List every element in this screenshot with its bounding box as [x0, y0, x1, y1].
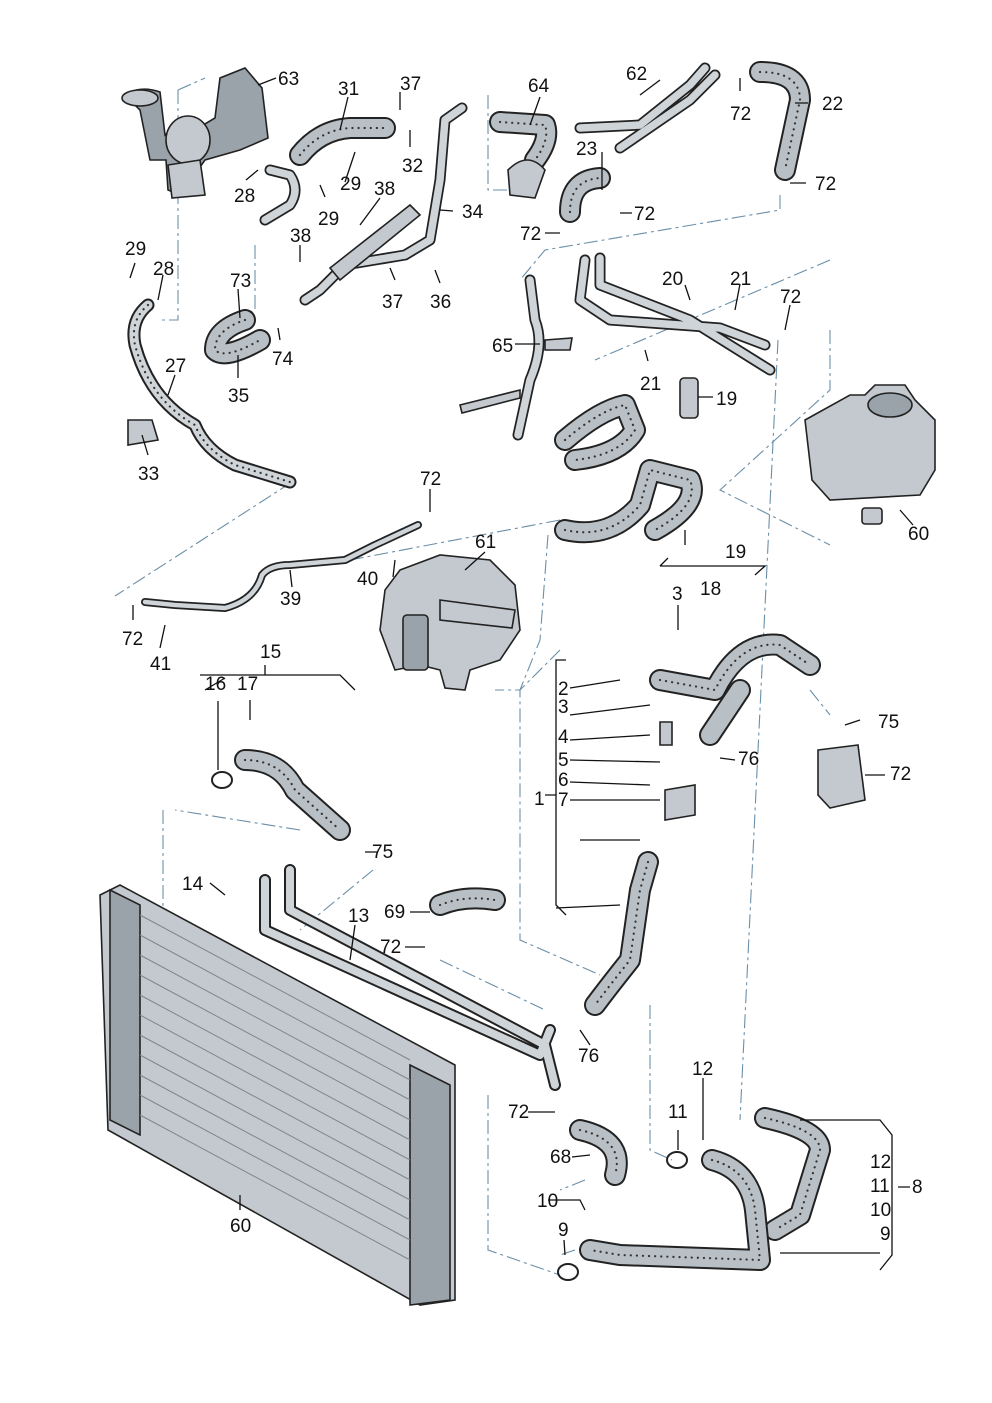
callout-72: 72 [122, 629, 143, 650]
hose-assembly-18 [554, 377, 703, 544]
callout-17: 17 [237, 674, 258, 695]
callout-13: 13 [348, 906, 369, 927]
callout-12: 12 [692, 1059, 713, 1080]
leader-lines [129, 77, 914, 1271]
callout-72: 72 [815, 174, 836, 195]
callout-3: 3 [558, 697, 569, 718]
callout-36: 37 [382, 292, 403, 313]
callout-40: 40 [357, 569, 378, 590]
callout-10: 10 [537, 1191, 558, 1212]
hose-15 [211, 749, 351, 841]
callout-66: 65 [492, 336, 513, 357]
coolant-pump-62 [379, 554, 521, 691]
callout-9: 9 [880, 1224, 891, 1245]
callout-29: 29 [318, 209, 339, 230]
callout-8: 8 [912, 1177, 923, 1198]
callout-5: 5 [558, 750, 569, 771]
callout-27: 27 [165, 356, 186, 377]
callout-11: 11 [668, 1102, 688, 1123]
callout-19: 19 [725, 542, 746, 563]
callout-18: 18 [700, 579, 721, 600]
callout-2: 2 [558, 679, 569, 700]
callout-37: 37 [400, 74, 421, 95]
radiator-60 [99, 884, 456, 1306]
callout-72: 72 [634, 204, 655, 225]
assembly-guide-lines [114, 77, 831, 1276]
callout-72: 72 [730, 104, 751, 125]
callout-38: 38 [374, 179, 395, 200]
callout-32: 32 [402, 156, 423, 177]
metal-pipes-20-66 [459, 252, 776, 441]
callout-4: 4 [558, 727, 569, 748]
callout-33: 35 [228, 386, 249, 407]
callout-labels: 63 31 37 64 62 72 22 32 23 72 28 29 38 2… [122, 64, 929, 1245]
callout-9: 9 [558, 1220, 569, 1241]
pump-69 [817, 744, 866, 809]
callout-37: 38 [290, 226, 311, 247]
callout-63: 62 [626, 64, 647, 85]
callout-22: 22 [822, 94, 843, 115]
callout-3: 3 [672, 584, 683, 605]
upper-middle-parts [489, 61, 811, 223]
callout-61: 60 [908, 524, 929, 545]
callout-75: 76 [578, 1046, 599, 1067]
expansion-tank-61 [804, 384, 936, 525]
callout-39: 39 [280, 589, 301, 610]
callout-72: 72 [508, 1102, 529, 1123]
coolant-lines-upper-left [204, 102, 468, 365]
hose-assembly-1 [584, 633, 821, 1016]
callout-72: 72 [380, 937, 401, 958]
callout-12: 12 [870, 1152, 891, 1173]
callout-41: 41 [150, 654, 171, 675]
callout-6: 6 [558, 770, 569, 791]
callout-28: 28 [234, 186, 255, 207]
hose-27 [127, 298, 297, 489]
callout-29: 29 [340, 174, 361, 195]
callout-74: 75 [878, 712, 899, 733]
callout-23: 23 [576, 139, 597, 160]
pipe-13 [259, 864, 561, 1091]
callout-1: 1 [534, 789, 545, 810]
callout-65: 64 [528, 76, 550, 97]
callout-64: 63 [278, 69, 299, 90]
callout-68: 69 [384, 902, 405, 923]
callout-73: 74 [272, 349, 294, 370]
callout-20: 20 [662, 269, 683, 290]
callout-72: 72 [420, 469, 441, 490]
callout-35: 36 [430, 292, 451, 313]
pipe-39 [141, 521, 422, 612]
callout-11: 11 [870, 1176, 890, 1197]
small-hoses-67-68 [429, 887, 628, 1186]
callout-72: 72 [520, 224, 541, 245]
callout-72: 72 [780, 287, 801, 308]
callout-69: 72 [890, 764, 911, 785]
callout-29: 29 [125, 239, 146, 260]
turbocharger-assembly [121, 67, 269, 199]
callout-21: 21 [730, 269, 751, 290]
callout-7: 7 [558, 790, 569, 811]
callout-14: 14 [182, 874, 204, 895]
callout-16: 16 [205, 674, 226, 695]
callout-76: 76 [738, 749, 759, 770]
callout-60: 60 [230, 1216, 251, 1237]
callout-21: 21 [640, 374, 661, 395]
callout-75: 75 [372, 842, 393, 863]
callout-31: 31 [338, 79, 359, 100]
callout-28: 28 [153, 259, 174, 280]
callout-73: 73 [230, 271, 251, 292]
callout-34: 34 [462, 202, 484, 223]
callout-15: 15 [260, 642, 281, 663]
callout-62: 61 [475, 532, 496, 553]
callout-10: 10 [870, 1200, 891, 1221]
hose-assembly-8 [557, 1107, 831, 1281]
callout-67: 68 [550, 1147, 571, 1168]
callout-30: 33 [138, 464, 159, 485]
callout-19: 19 [716, 389, 737, 410]
